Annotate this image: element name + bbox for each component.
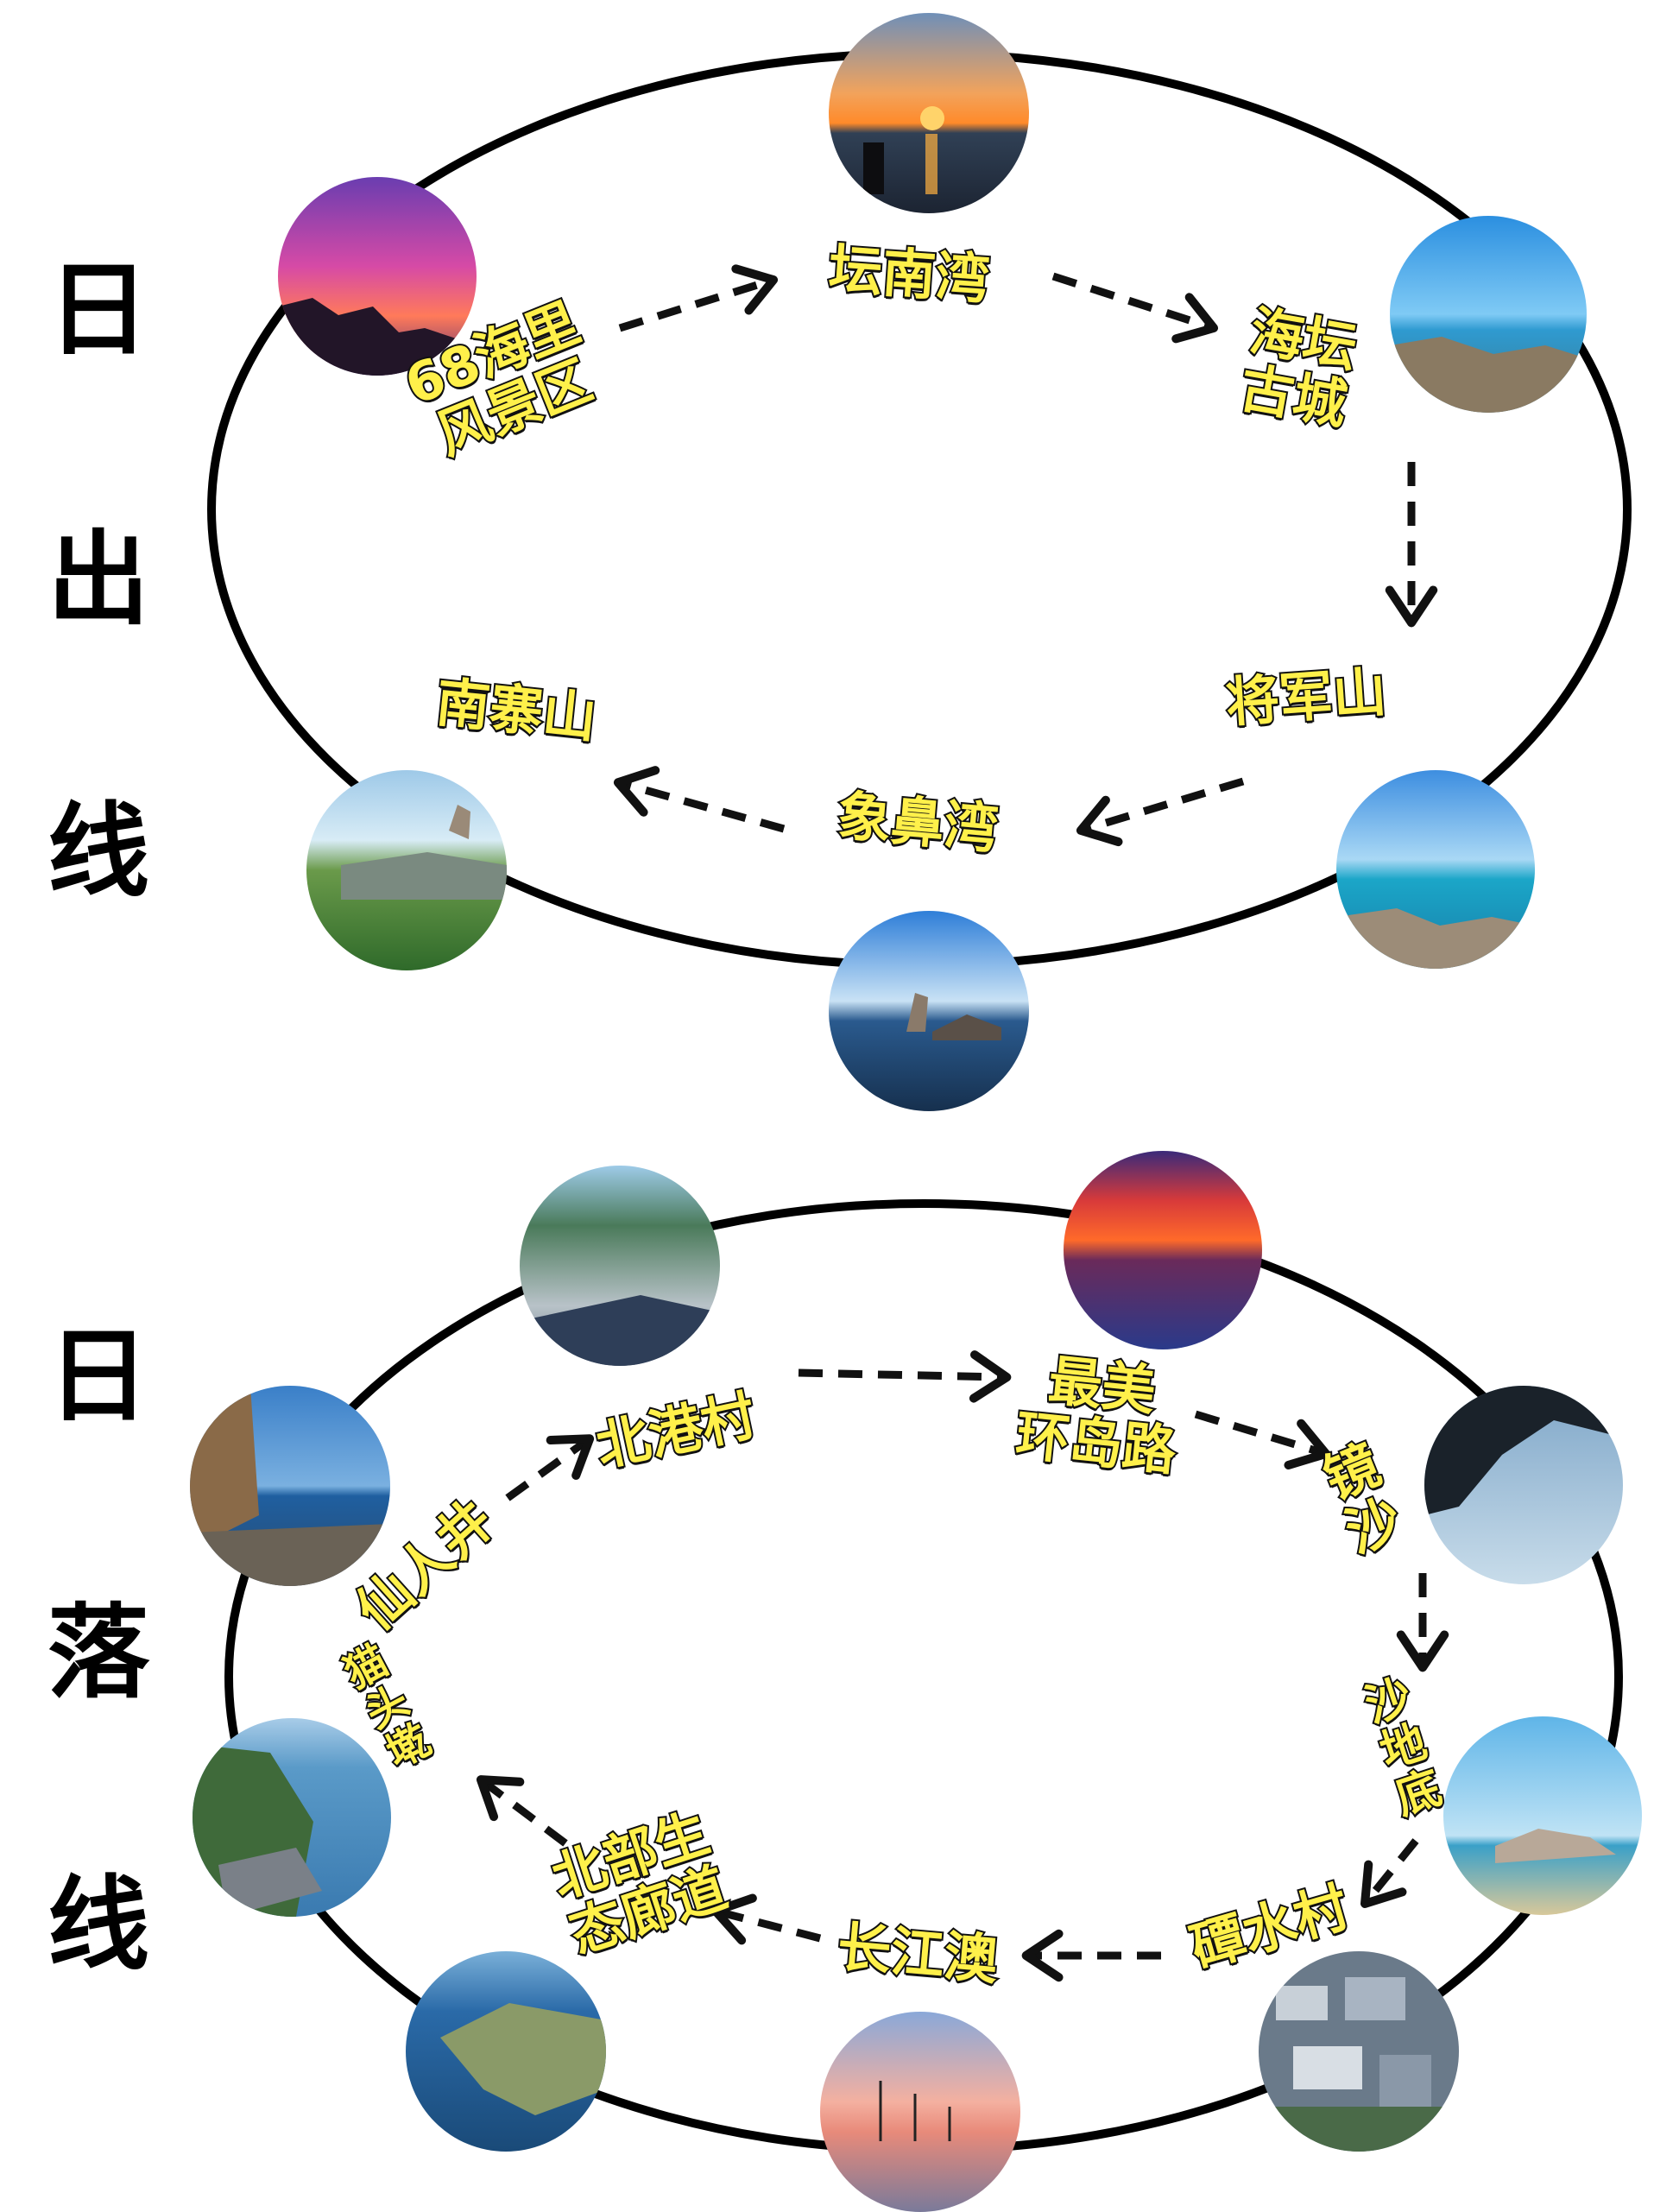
stop-label-elephant-trunk-bay: 象鼻湾 [833,782,1002,863]
sunset-title-char: 落 [47,1593,150,1712]
photo-green-coast-hill [193,1718,391,1917]
photo-sky-island-coast [1336,770,1535,969]
photo-cave-sea [1424,1386,1623,1584]
photo-wind-turbines-sunset [820,2012,1020,2212]
sunset-route-title: 日 落 线 [47,1317,150,2003]
photo-rock-sea-clouds [829,911,1029,1111]
route-arrow [618,264,779,332]
photo-beach-rocks [1443,1716,1642,1915]
photo-village-houses [1259,1951,1459,2152]
photo-green-hill-rock [306,770,507,970]
route-arrow [1194,1410,1331,1470]
route-arrow [476,1775,568,1847]
route-arrow [1051,272,1219,344]
photo-sunset-sea [829,13,1029,213]
route-arrow [798,1350,1012,1403]
sunrise-title-char: 线 [47,792,150,911]
photo-red-sunset [1064,1151,1262,1349]
sunrise-route: 68海里风景区 坛南湾 海坛古城 将军山 象鼻湾 南寨山 [207,13,1632,1111]
stop-label-changjiang-ao: 长江澳 [833,1913,1002,1994]
route-arrow [505,1434,595,1501]
route-arrow [1360,1838,1419,1908]
route-arrow [710,1893,822,1945]
sunset-title-char: 线 [47,1865,150,1984]
stop-label-general-mountain: 将军山 [1222,659,1391,736]
photo-purple-sunrise-rocks [278,177,477,376]
sunrise-title-char: 日 [47,250,150,370]
route-arrow [613,766,786,833]
sunrise-route-title: 日 出 线 [47,250,150,930]
photo-cliff-crowd-sea [190,1386,390,1586]
stop-label-tannan-bay: 坛南湾 [825,236,994,313]
route-arrow [1076,777,1245,847]
stop-label-haitan-old-town: 海坛古城 [1234,297,1363,438]
stop-label-scenic-island-road: 最美环岛路 [1011,1347,1181,1484]
photo-village-hill [520,1166,720,1366]
photo-coast-windfarm [406,1951,606,2152]
sunset-route: 仙人井 北港村 最美环岛路 镜沙 沙地底 磹水村 长江澳 北部生态廊道 猫头墘 [0,1122,1654,2212]
sunset-title-char: 日 [47,1317,150,1436]
photo-blue-sky-coast [1390,216,1587,413]
sunrise-title-char: 出 [47,520,150,639]
